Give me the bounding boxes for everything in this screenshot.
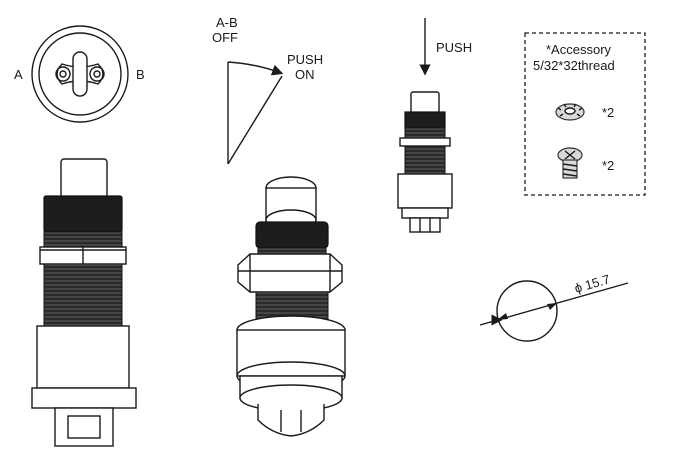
lock-washer-icon bbox=[555, 103, 585, 121]
pushed-view: PUSH bbox=[397, 18, 472, 233]
screw-icon bbox=[557, 147, 583, 179]
terminal-b-label: B bbox=[136, 67, 145, 82]
accessory-title: *Accessory bbox=[546, 42, 612, 57]
screw-quantity: *2 bbox=[602, 158, 614, 173]
on-label: PUSH ON bbox=[287, 52, 327, 82]
terminal-a-label: A bbox=[14, 67, 23, 82]
panel-hole-dimension: ϕ 15.7 bbox=[479, 271, 629, 342]
side-view-left bbox=[31, 158, 137, 447]
off-label: A-B OFF bbox=[212, 15, 241, 45]
push-label: PUSH bbox=[436, 40, 472, 55]
accessory-box: *Accessory 5/32*32thread *2 *2 bbox=[524, 32, 646, 196]
perspective-view bbox=[236, 176, 346, 437]
top-view: A B bbox=[14, 25, 145, 123]
accessory-thread: 5/32*32thread bbox=[533, 58, 615, 73]
travel-angle: A-B OFF PUSH ON bbox=[212, 15, 327, 165]
washer-quantity: *2 bbox=[602, 105, 614, 120]
diameter-label: ϕ 15.7 bbox=[573, 271, 612, 295]
